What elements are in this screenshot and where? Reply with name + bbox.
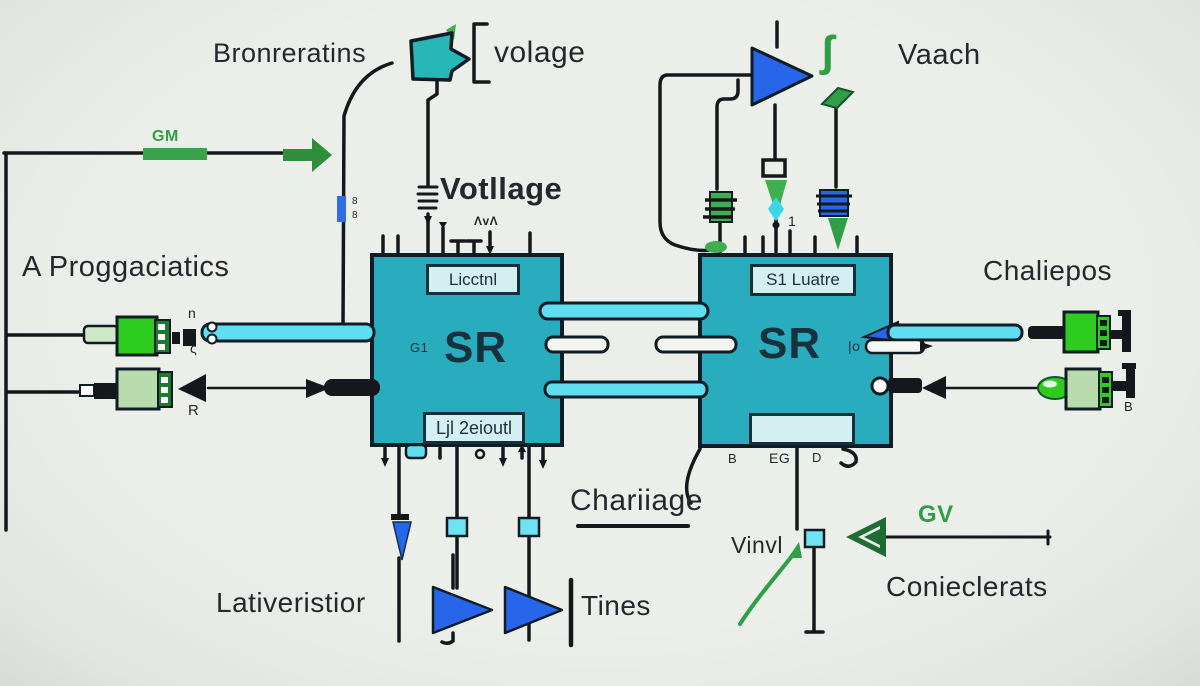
block2-header-label: S1 Luatre bbox=[750, 264, 856, 296]
label-integral-glyph: ʃ bbox=[820, 27, 836, 76]
pin-label-s: ς bbox=[190, 340, 198, 356]
label-progagatics: A Proggaciatics bbox=[22, 251, 230, 283]
block1-gain-label: G1 bbox=[410, 340, 429, 355]
pin-label-block2-top: 1 bbox=[788, 213, 797, 229]
pin-label-riser-a: 8 bbox=[352, 196, 359, 207]
label-volage: volage bbox=[494, 36, 586, 69]
label-chariage: Chariiage bbox=[570, 484, 703, 517]
block1-title: SR bbox=[444, 323, 508, 372]
label-tines: Tines bbox=[581, 590, 651, 621]
block2-title: SR bbox=[758, 319, 822, 368]
pin-label-block2-bottom-d: D bbox=[812, 450, 822, 465]
pin-label-n: n bbox=[188, 305, 197, 321]
block1-footer-label: Ljl 2eioutl bbox=[423, 412, 525, 444]
sr-latch-block-1: Licctnl SR G1 Ljl 2eioutl bbox=[370, 253, 564, 447]
label-gm: GM bbox=[152, 128, 179, 145]
pin-label-right-b: B bbox=[1124, 399, 1134, 414]
sr-latch-block-2: S1 Luatre SR |o bbox=[698, 253, 893, 448]
block1-header-label: Licctnl bbox=[426, 264, 520, 295]
label-lativeristior: Lativeristior bbox=[216, 587, 366, 618]
pin-label-r: R bbox=[188, 402, 200, 419]
label-conieclerats: Conieclerats bbox=[886, 571, 1048, 602]
label-votllage: Votllage bbox=[440, 171, 563, 206]
label-squiggle: ΛvΛ bbox=[474, 214, 499, 228]
label-vaach: Vaach bbox=[898, 39, 981, 71]
pin-label-block2-bottom-eg: EG bbox=[769, 450, 791, 466]
block2-footer-label bbox=[749, 413, 855, 445]
label-bronreratins: Bronreratins bbox=[213, 38, 367, 68]
label-vinvl: Vinvl bbox=[731, 532, 783, 558]
label-chaliepos: Chaliepos bbox=[983, 255, 1113, 286]
label-gv: GV bbox=[918, 501, 954, 528]
pin-label-riser-b: 8 bbox=[352, 210, 359, 221]
pin-label-block2-bottom-b: B bbox=[728, 451, 738, 466]
block2-port-label: |o bbox=[848, 338, 861, 354]
